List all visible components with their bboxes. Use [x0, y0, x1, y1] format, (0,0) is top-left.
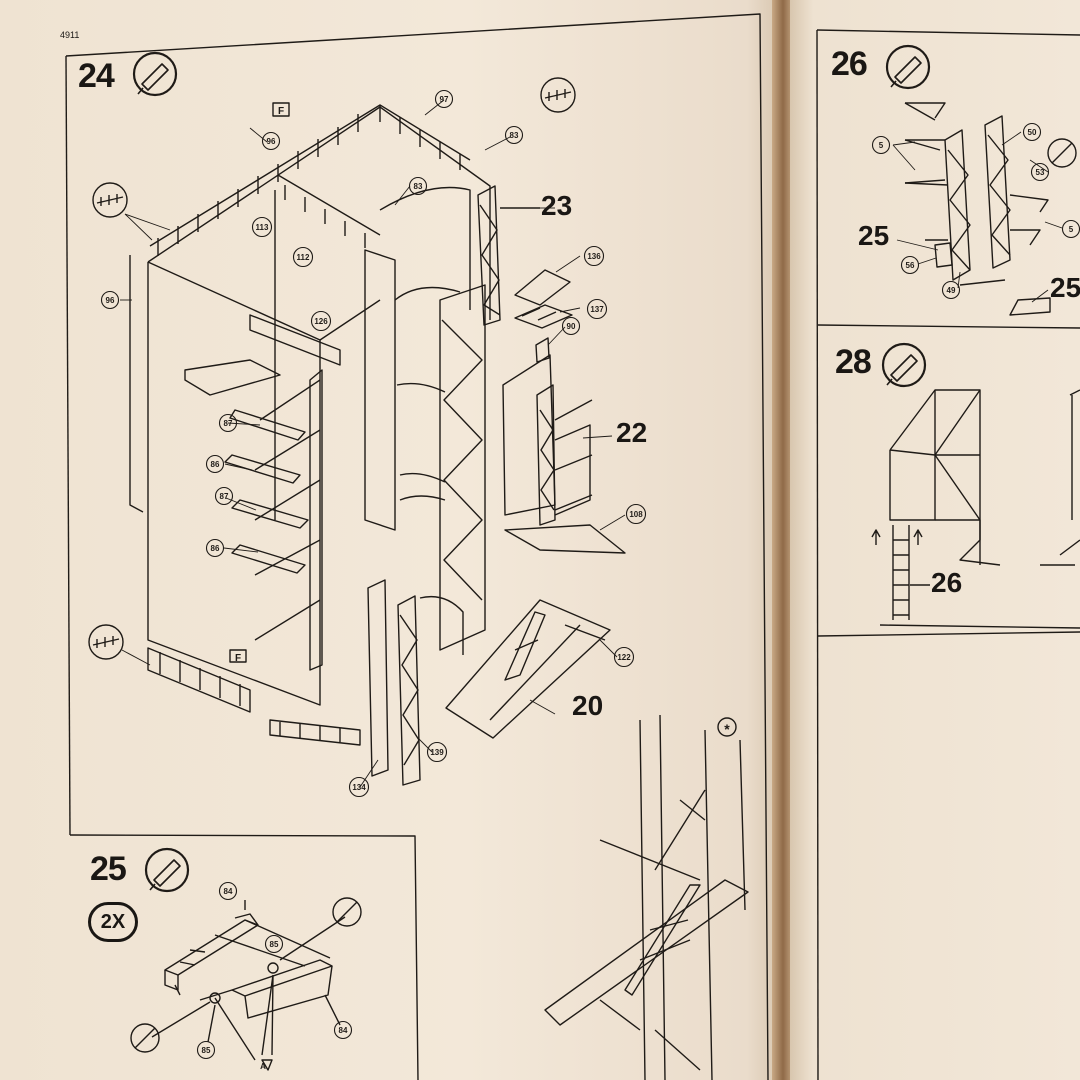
part-126-label: 126: [314, 317, 328, 326]
glue-icon-25: [144, 847, 190, 893]
part-96-label: 96: [106, 296, 115, 305]
step-26-leaders: [892, 131, 1063, 303]
part-85-label: 85: [270, 940, 279, 949]
step-26-towers: [904, 102, 1051, 316]
callout-22: 22: [616, 417, 648, 448]
tower-assembly: [129, 102, 626, 786]
left-page: [0, 0, 778, 1080]
no-glue-icon: [130, 138, 1077, 1053]
quantity-badge: 2X: [88, 902, 138, 942]
part-108-label: 108: [629, 510, 643, 519]
step-25-number: 25: [90, 850, 127, 888]
detail-view: [544, 714, 749, 1080]
part-136-label: 136: [587, 252, 601, 261]
part-97-label: 97: [440, 95, 449, 104]
part-86-label: 86: [211, 460, 220, 469]
part-134-label: 134: [352, 783, 366, 792]
part-85-label: 85: [202, 1046, 211, 1055]
part-90-label: 90: [567, 322, 576, 331]
part-56-label: 56: [906, 261, 915, 270]
callout-23: 23: [541, 190, 573, 221]
step-26-number: 26: [831, 45, 868, 83]
flag-icon: F: [278, 106, 284, 117]
callout-20: 20: [572, 690, 604, 721]
step-28-frame: [871, 389, 1080, 629]
glue-icon-24: [132, 51, 178, 97]
leader-lines: [120, 99, 626, 788]
part-86-label: 86: [211, 544, 220, 553]
part-5-label: 5: [879, 141, 884, 150]
callout-26: 26: [931, 567, 963, 598]
part-87-label: 87: [220, 492, 229, 501]
part-50-label: 50: [1028, 128, 1037, 137]
part-84-label: 84: [339, 1026, 348, 1035]
part-122-label: 122: [617, 653, 631, 662]
part-87-label: 87: [224, 419, 233, 428]
flag-icon: F: [235, 653, 241, 664]
step-28-number: 28: [835, 343, 872, 381]
part-113-label: 113: [256, 223, 269, 232]
book-gutter: [772, 0, 794, 1080]
right-page: [790, 0, 1080, 1080]
step-25-parts: [151, 900, 346, 1071]
label-a-mark: A: [260, 1062, 266, 1071]
part-83-label: 83: [414, 182, 423, 191]
callout-25-edge: 25: [1050, 272, 1080, 303]
page-code: 4911: [60, 30, 80, 40]
part-139-label: 139: [430, 748, 444, 757]
step-24-number: 24: [78, 57, 115, 95]
part-96-label: 96: [267, 137, 276, 146]
callout-25-right: 25: [858, 220, 890, 251]
part-number-circles: [100, 89, 1080, 1060]
part-112-label: 112: [297, 253, 310, 262]
glue-icon-26: [885, 44, 931, 90]
asterisk-mark: *: [724, 721, 730, 737]
part-84-label: 84: [224, 887, 233, 896]
railing-detail-icon: [88, 77, 576, 660]
part-5-label: 5: [1069, 225, 1074, 234]
part-49-label: 49: [947, 286, 956, 295]
glue-icon-28: [881, 342, 927, 388]
part-53-label: 53: [1036, 168, 1045, 177]
part-137-label: 137: [590, 305, 604, 314]
part-83-label: 83: [510, 131, 519, 140]
